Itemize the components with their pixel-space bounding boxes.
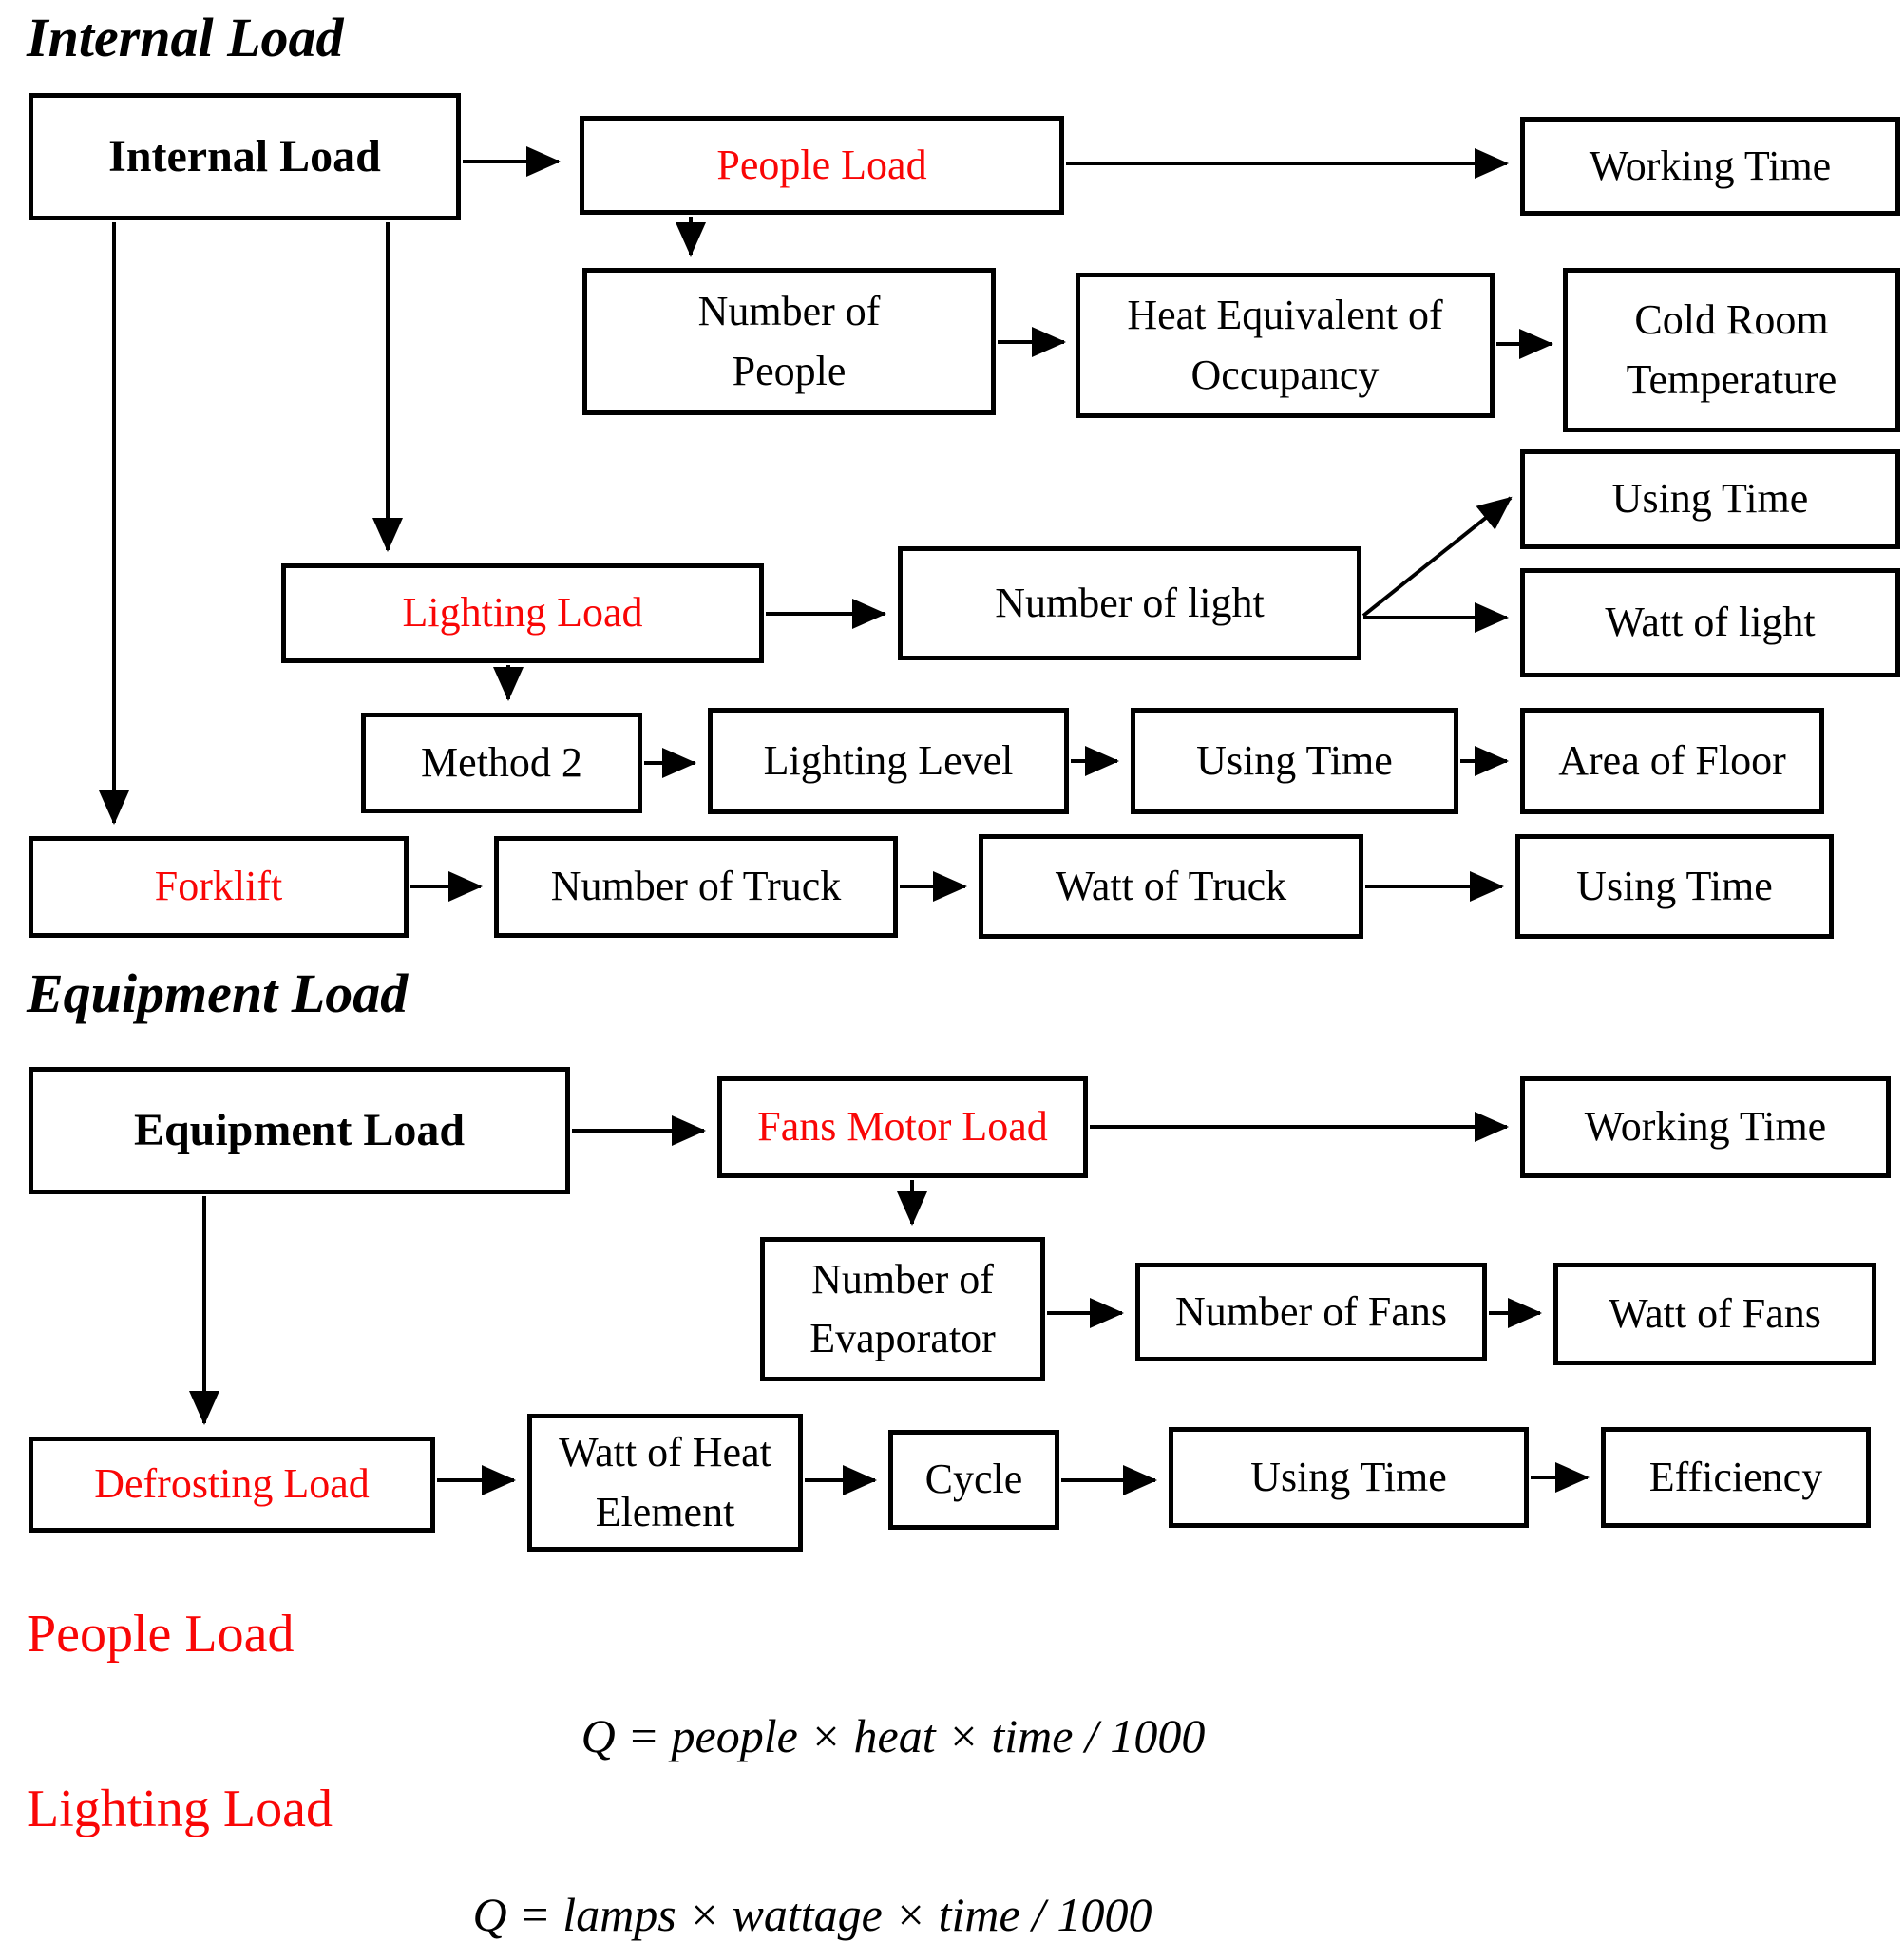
node-using-time-defrost: Using Time	[1169, 1427, 1529, 1528]
node-working-time-people: Working Time	[1520, 117, 1900, 216]
node-lighting-load: Lighting Load	[281, 563, 764, 663]
section-heading-equipment: Equipment Load	[27, 962, 409, 1024]
node-method-2: Method 2	[361, 713, 642, 813]
node-heat-equivalent-of-occupancy: Heat Equivalent of Occupancy	[1076, 273, 1495, 418]
people-load-formula-heading: People Load	[27, 1605, 295, 1664]
node-forklift: Forklift	[29, 836, 409, 938]
node-watt-of-fans: Watt of Fans	[1553, 1263, 1876, 1365]
node-number-of-light: Number of light	[898, 546, 1361, 660]
node-people-load: People Load	[580, 116, 1064, 215]
node-number-of-truck: Number of Truck	[494, 836, 898, 938]
node-using-time-method2: Using Time	[1131, 708, 1458, 814]
section-heading-internal: Internal Load	[27, 7, 344, 68]
node-watt-of-heat-element: Watt of Heat Element	[527, 1414, 803, 1552]
node-number-of-fans: Number of Fans	[1135, 1263, 1487, 1361]
node-internal-load: Internal Load	[29, 93, 461, 220]
node-area-of-floor: Area of Floor	[1520, 708, 1824, 814]
lighting-load-formula: Q = lamps × wattage × time / 1000	[472, 1888, 1152, 1941]
node-equipment-load: Equipment Load	[29, 1067, 570, 1194]
node-defrosting-load: Defrosting Load	[29, 1437, 435, 1533]
node-efficiency: Efficiency	[1601, 1427, 1871, 1528]
node-cycle: Cycle	[888, 1430, 1059, 1530]
node-working-time-fans: Working Time	[1520, 1076, 1891, 1178]
node-using-time-truck: Using Time	[1515, 834, 1834, 939]
node-using-time-lights: Using Time	[1520, 449, 1900, 549]
lighting-load-formula-heading: Lighting Load	[27, 1780, 333, 1838]
node-watt-of-light: Watt of light	[1520, 568, 1900, 677]
people-load-formula: Q = people × heat × time / 1000	[581, 1709, 1206, 1762]
node-cold-room-temperature: Cold Room Temperature	[1563, 268, 1900, 432]
node-watt-of-truck: Watt of Truck	[979, 834, 1363, 939]
node-lighting-level: Lighting Level	[708, 708, 1069, 814]
node-number-of-evaporator: Number of Evaporator	[760, 1237, 1045, 1381]
node-number-of-people: Number of People	[582, 268, 996, 415]
node-fans-motor-load: Fans Motor Load	[717, 1076, 1088, 1178]
